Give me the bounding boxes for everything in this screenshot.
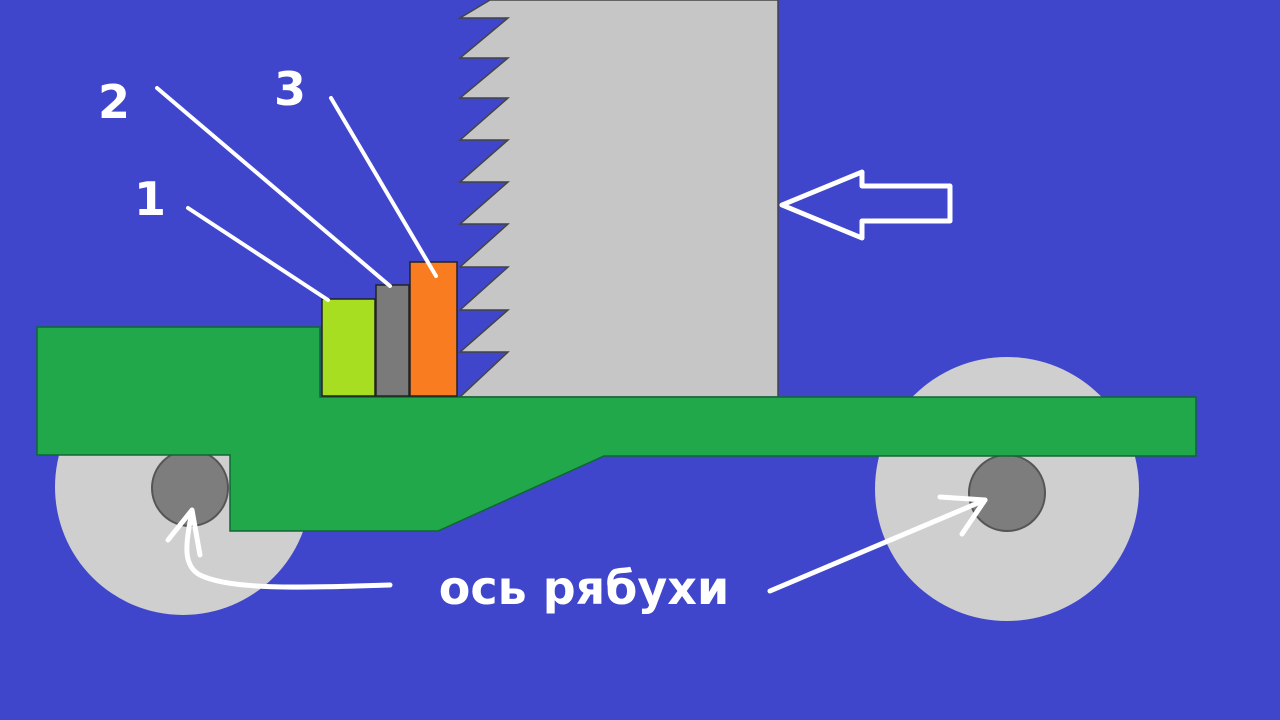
axle-caption: ось рябухи — [439, 561, 729, 615]
arrow-left-outline-icon — [779, 169, 953, 241]
label-2: 2 — [98, 75, 130, 129]
leader-line-3 — [329, 96, 438, 278]
rear-axle-pointer — [767, 494, 988, 594]
leader-line-1 — [186, 206, 330, 302]
front-axle-pointer-head — [165, 507, 203, 558]
block-1 — [321, 298, 376, 397]
leader-line-2 — [155, 86, 392, 288]
rear-axle-pointer-head — [937, 494, 988, 537]
leader-lines — [155, 86, 438, 302]
rear-wheel-hub — [968, 454, 1046, 532]
carriage-frame — [36, 326, 1197, 532]
block-3 — [409, 261, 458, 397]
saw-blade — [457, 0, 779, 398]
label-3: 3 — [274, 62, 306, 116]
front-axle-pointer-curve — [184, 509, 393, 590]
label-1: 1 — [134, 172, 166, 226]
front-axle-pointer — [165, 507, 393, 590]
rear-axle-pointer-line — [767, 497, 988, 594]
block-2 — [375, 284, 410, 397]
